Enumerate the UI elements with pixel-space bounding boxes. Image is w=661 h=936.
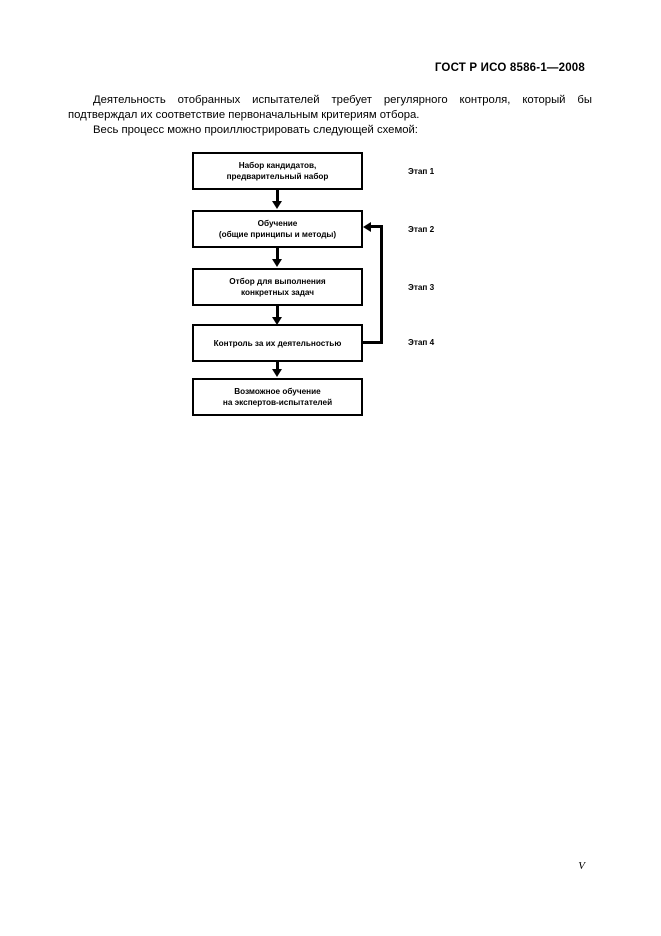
box-5-line-2: на экспертов-испытателей: [222, 398, 333, 407]
flowchart-box-performance-monitoring: Контроль за их деятельностью: [192, 324, 363, 362]
stage-label-4: Этап 4: [408, 338, 435, 347]
flowchart-box-recruitment: Набор кандидатов, предварительный набор: [192, 152, 363, 190]
feedback-loop-segment-top: [370, 225, 382, 228]
arrow-down-icon: [272, 259, 282, 267]
flowchart-box-label: Отбор для выполнения конкретных задач: [223, 276, 331, 298]
arrow-left-icon: [363, 221, 371, 232]
box-1-line-1: Набор кандидатов,: [238, 161, 317, 170]
connector-line-3-4: [276, 306, 279, 319]
feedback-loop-segment-bottom: [363, 341, 383, 344]
stage-label-3: Этап 3: [408, 283, 435, 292]
connector-line-2-3: [276, 248, 279, 261]
box-1-line-2: предварительный набор: [226, 172, 329, 181]
paragraph-1: Деятельность отобранных испытателей треб…: [68, 94, 592, 122]
flowchart-box-training: Обучение (общие принципы и методы): [192, 210, 363, 248]
connector-line-4-5: [276, 362, 279, 371]
box-4-line-1: Контроль за их деятельностью: [213, 338, 342, 348]
arrow-down-icon: [272, 317, 282, 325]
box-2-line-1: Обучение: [257, 219, 298, 228]
paragraph-2: Весь процесс можно проиллюстрировать сле…: [93, 124, 418, 137]
flowchart-box-label: Возможное обучение на экспертов-испытате…: [217, 386, 338, 408]
document-standard-header: ГОСТ Р ИСО 8586-1—2008: [434, 62, 585, 74]
box-3-line-2: конкретных задач: [240, 288, 315, 297]
feedback-loop-segment-vertical: [380, 225, 383, 343]
body-text-block: Деятельность отобранных испытателей треб…: [68, 93, 592, 139]
box-2-line-2: (общие принципы и методы): [218, 230, 337, 239]
connector-line-1-2: [276, 190, 279, 203]
page-number: V: [578, 860, 585, 872]
stage-label-1: Этап 1: [408, 167, 435, 176]
arrow-down-icon: [272, 369, 282, 377]
box-3-line-1: Отбор для выполнения: [229, 277, 326, 286]
process-flowchart: Набор кандидатов, предварительный набор …: [0, 148, 661, 428]
flowchart-box-task-selection: Отбор для выполнения конкретных задач: [192, 268, 363, 306]
flowchart-box-label: Набор кандидатов, предварительный набор: [221, 160, 335, 182]
arrow-down-icon: [272, 201, 282, 209]
flowchart-box-label: Контроль за их деятельностью: [208, 338, 348, 349]
stage-label-2: Этап 2: [408, 225, 435, 234]
box-5-line-1: Возможное обучение: [234, 387, 321, 396]
flowchart-box-label: Обучение (общие принципы и методы): [213, 218, 342, 240]
flowchart-box-expert-training: Возможное обучение на экспертов-испытате…: [192, 378, 363, 416]
